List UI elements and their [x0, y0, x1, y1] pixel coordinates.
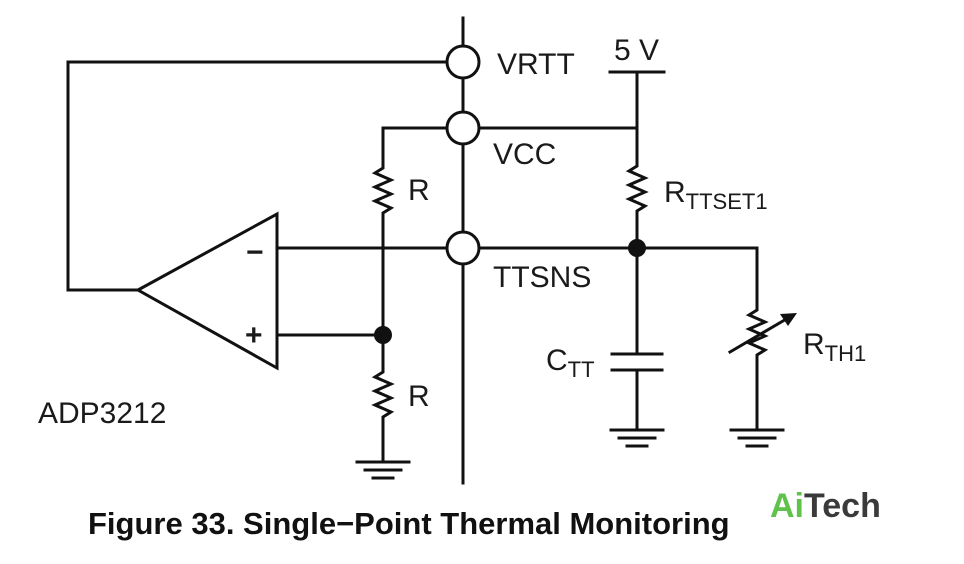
thermistor-arrow-head	[780, 313, 797, 326]
ttsns-node-wire	[477, 246, 759, 302]
pin-label-vcc: VCC	[493, 138, 556, 171]
pin-ttsns	[445, 230, 481, 266]
ground-symbol-ctt	[609, 428, 665, 448]
rttset1-subscript: TTSET1	[686, 189, 768, 214]
rttset1-main: R	[664, 176, 686, 209]
resistor-label-divider-bottom: R	[408, 380, 430, 413]
resistor-label-rttset1: RTTSET1	[664, 176, 768, 214]
thermistor-rth1	[745, 298, 769, 364]
supply-label: 5 V	[614, 34, 659, 67]
resistor-label-rth1: RTH1	[803, 328, 866, 366]
capacitor-label-ctt: CTT	[546, 344, 595, 382]
watermark-tech: Tech	[804, 487, 881, 525]
pin-vrtt	[445, 44, 481, 80]
ctt-subscript: TT	[568, 357, 595, 382]
vrtt-feedback-wire	[66, 60, 449, 292]
watermark-logo: AiTech	[770, 487, 881, 525]
chip-name-label: ADP3212	[38, 397, 166, 430]
op-amp-minus-sign: −	[246, 236, 264, 269]
ground-symbol-rth1	[729, 428, 785, 448]
resistor-rttset1	[625, 158, 649, 218]
pin-vcc	[445, 110, 481, 146]
pin-label-vrtt: VRTT	[497, 48, 575, 81]
figure-caption: Figure 33. Single−Point Thermal Monitori…	[88, 506, 730, 541]
resistor-divider-top	[371, 160, 395, 220]
ctt-main: C	[546, 344, 568, 377]
rth1-main: R	[803, 328, 825, 361]
ground-symbol-divider	[355, 460, 411, 480]
op-amp	[134, 211, 279, 371]
pin-label-ttsns: TTSNS	[493, 261, 591, 294]
resistor-divider-bottom	[371, 364, 395, 426]
resistor-label-divider-top: R	[408, 174, 430, 207]
rth1-subscript: TH1	[825, 341, 867, 366]
op-amp-plus-sign: +	[245, 319, 263, 352]
watermark-ai: Ai	[770, 487, 804, 525]
thermistor-arrow-line	[727, 315, 791, 355]
